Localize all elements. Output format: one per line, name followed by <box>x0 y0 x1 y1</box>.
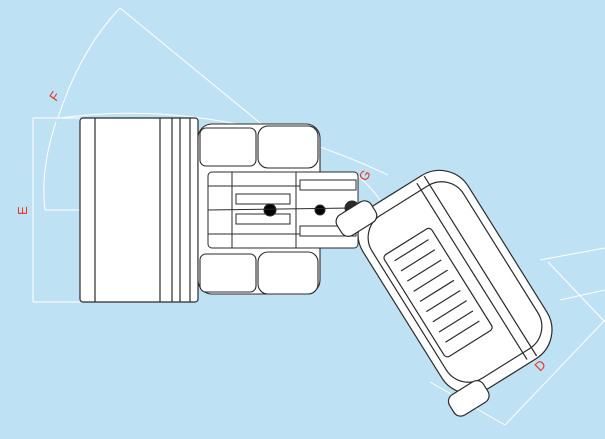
reference-line-upper <box>539 247 605 261</box>
dimension-arc-f <box>57 7 121 119</box>
reference-line-lower <box>559 289 605 301</box>
articulation-joint <box>207 171 360 249</box>
engine-grille <box>383 227 493 358</box>
sweep-arc <box>59 112 389 176</box>
dimension-line-d <box>504 319 605 426</box>
extension-line-f <box>119 7 266 128</box>
front-fender-lower <box>257 251 319 295</box>
dimension-arc-e <box>43 121 57 211</box>
front-drum <box>79 117 199 303</box>
label-f: F <box>46 89 63 104</box>
label-e: E <box>15 206 30 215</box>
front-fender-upper <box>257 125 319 169</box>
extension-line-d-upper <box>547 261 605 323</box>
rear-drum <box>335 169 553 417</box>
front-frame <box>197 123 321 295</box>
dimension-arc-g <box>357 175 381 201</box>
